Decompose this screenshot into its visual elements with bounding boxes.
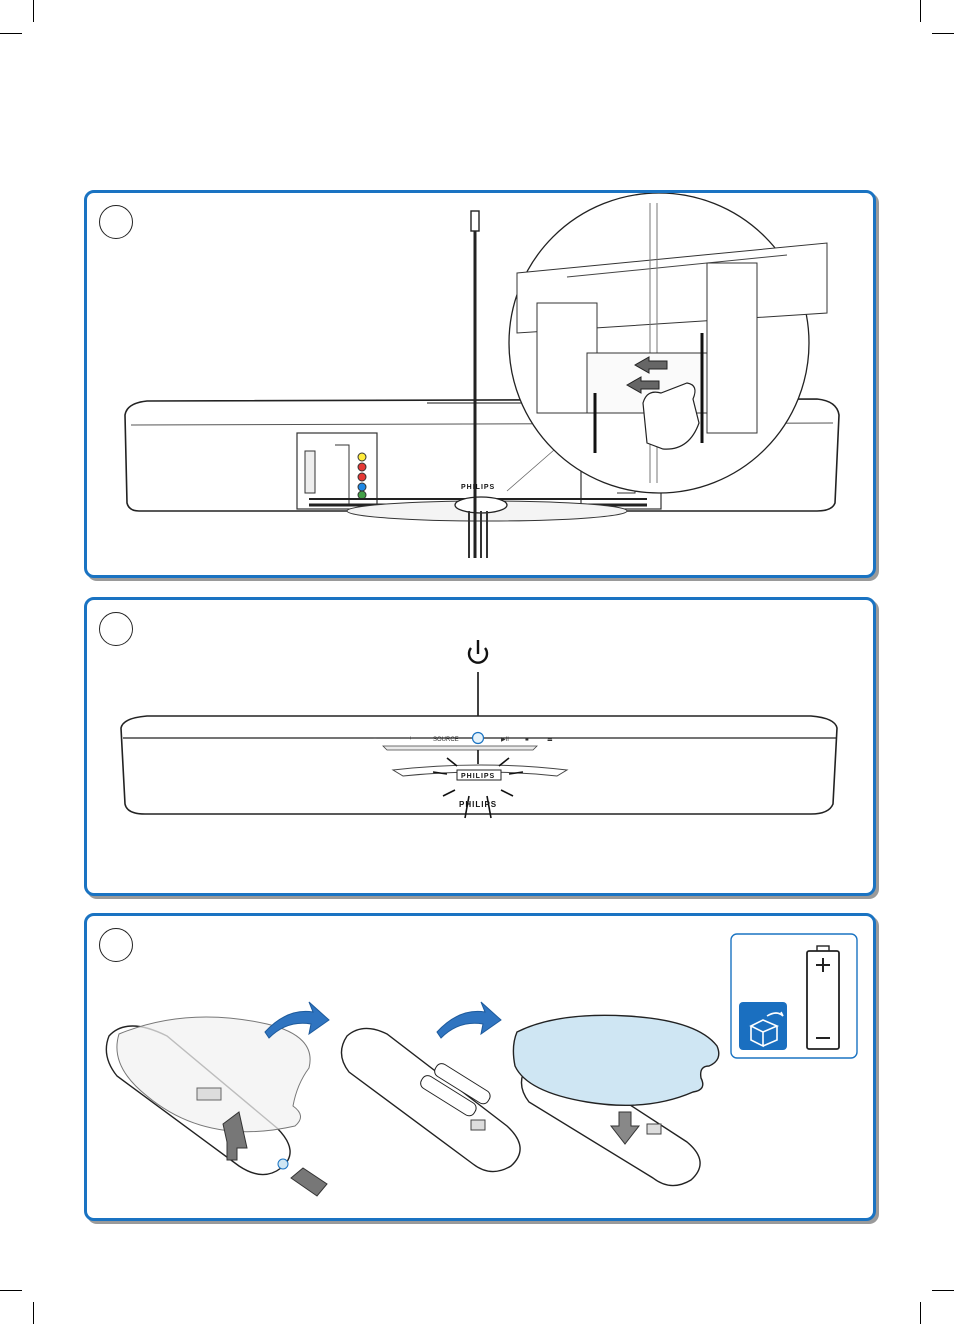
remote-batteries-step <box>341 1028 520 1171</box>
crop-mark <box>0 33 22 34</box>
crop-mark <box>920 1302 921 1324</box>
cable-clip <box>455 497 507 513</box>
crop-mark <box>33 0 34 22</box>
battery-icon <box>807 946 839 1049</box>
hdmi-plug <box>471 211 479 231</box>
crop-mark <box>932 33 954 34</box>
crop-mark <box>33 1302 34 1324</box>
soundbar-front-illustration: − + SOURCE ▶II ■ ⏏ PHILIPS PHILIPS <box>87 600 873 893</box>
lit-brand-logo-glow: PHILIPS <box>459 800 497 809</box>
lit-brand-logo: PHILIPS <box>461 773 495 780</box>
soundbar-brand-logo: PHILIPS <box>461 484 495 491</box>
curved-arrow-icon <box>265 1002 329 1038</box>
stop-label: ■ <box>525 737 529 743</box>
crop-mark <box>932 1290 954 1291</box>
volume-plus-label: + <box>409 736 413 742</box>
step-panel-cable-routing: PHILIPS <box>84 190 876 578</box>
remote-open-step <box>106 1017 327 1196</box>
volume-minus-label: − <box>373 736 377 742</box>
step-panel-power-on: − + SOURCE ▶II ■ ⏏ PHILIPS PHILIPS <box>84 597 876 896</box>
remote-close-step <box>513 1015 718 1185</box>
crop-mark <box>0 1290 22 1291</box>
soundbar-back-illustration: PHILIPS <box>87 193 873 575</box>
step-panel-remote-battery <box>84 913 876 1221</box>
remote-battery-illustration <box>87 916 873 1218</box>
power-button <box>473 733 484 744</box>
source-label: SOURCE <box>433 737 459 743</box>
hand-illustration <box>643 383 699 449</box>
curved-arrow-icon <box>437 1002 501 1038</box>
play-pause-label: ▶II <box>501 737 509 743</box>
eject-label: ⏏ <box>547 737 553 743</box>
push-arrow-icon <box>291 1168 327 1196</box>
power-icon <box>469 640 487 663</box>
crop-mark <box>920 0 921 22</box>
